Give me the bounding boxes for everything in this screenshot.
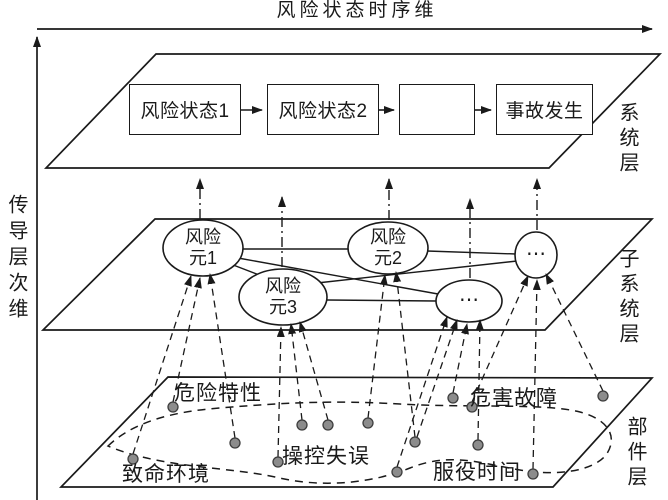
risk-element-2-label: 风险元2 <box>370 227 406 268</box>
dashed-link <box>276 326 285 458</box>
risk-element-3-label: 风险元3 <box>265 276 301 317</box>
link-e2-dots2 <box>426 250 517 255</box>
component-dot <box>597 390 609 402</box>
component-dot <box>527 468 539 480</box>
accident-box: 事故发生 <box>496 84 593 135</box>
dashed-link <box>532 279 541 470</box>
factor-hazard-trait-label: 危险特性 <box>174 382 262 405</box>
component-dot <box>272 456 284 468</box>
dashed-link <box>288 323 303 421</box>
subsystem-layer-label: 子系统层 <box>616 248 638 348</box>
dashed-link <box>416 319 458 438</box>
factor-operation-error-label: 操控失误 <box>282 445 370 468</box>
component-dot <box>447 392 459 404</box>
component-dot <box>472 439 484 451</box>
dashed-link <box>475 319 484 441</box>
risk-element-dots2-label: ⋯ <box>526 243 546 265</box>
dashed-link <box>396 316 448 468</box>
transmission-arrows <box>196 178 541 278</box>
component-dots <box>127 390 609 480</box>
dashed-link <box>132 275 192 455</box>
accident-label: 事故发生 <box>505 101 584 122</box>
risk-element-1-label: 风险元1 <box>185 227 221 268</box>
dashed-link <box>393 271 416 438</box>
dashed-link <box>207 273 236 439</box>
dashed-link <box>172 277 202 403</box>
node-ellipse-dots1 <box>435 279 503 323</box>
axes <box>33 25 653 500</box>
system-layer-label: 系统层 <box>616 102 638 177</box>
node-ellipse-dots2 <box>514 231 558 279</box>
factor-service-time-label: 服役时间 <box>433 461 521 484</box>
risk-state-1-box: 风险状态1 <box>129 84 241 135</box>
risk-state-2-label: 风险状态2 <box>278 101 368 122</box>
empty-state-box <box>399 84 475 135</box>
factor-fatal-environment-label: 致命环境 <box>122 463 210 486</box>
component-dot <box>296 419 308 431</box>
component-dot <box>362 417 374 429</box>
component-links <box>132 271 604 470</box>
component-dot <box>391 466 403 478</box>
component-layer-plane <box>58 376 654 488</box>
component-dot <box>409 436 421 448</box>
dashed-link <box>471 275 529 403</box>
factor-harm-fault-label: 危害故障 <box>470 387 558 410</box>
risk-element-dots1-label: ⋯ <box>459 289 479 311</box>
node-ellipse-risk2 <box>347 221 429 275</box>
link-e3-dots1 <box>326 299 437 302</box>
link-e3-dots2 <box>316 260 518 284</box>
risk-state-1-label: 风险状态1 <box>140 101 230 122</box>
component-dot <box>127 453 139 465</box>
node-ellipse-risk1 <box>162 219 244 277</box>
risk-element-ellipses <box>162 219 558 326</box>
risk-state-2-box: 风险状态2 <box>267 84 379 135</box>
link-e1-dots1 <box>237 257 439 295</box>
dashed-link <box>367 274 388 419</box>
horizontal-axis-title: 风险状态时序维 <box>276 0 438 21</box>
dashed-link <box>545 273 604 392</box>
subsystem-layer-plane <box>40 218 654 331</box>
component-dot <box>229 437 241 449</box>
vertical-axis-title: 传导层次维 <box>5 194 27 324</box>
dashed-link <box>298 321 329 421</box>
component-dot <box>466 401 478 413</box>
component-layer-label: 部件层 <box>624 416 646 491</box>
component-dot <box>167 401 179 413</box>
node-ellipse-risk3 <box>238 268 328 326</box>
component-dot <box>322 419 334 431</box>
